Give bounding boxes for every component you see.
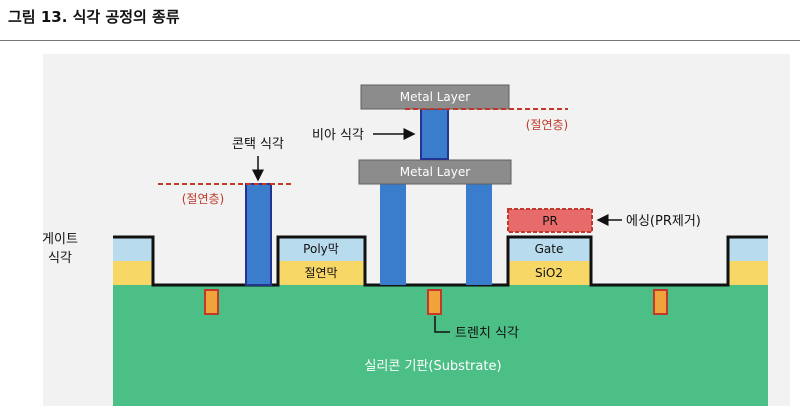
poly-film-block xyxy=(278,237,365,261)
left-yellow-layer xyxy=(113,261,153,285)
via-etch-label: 비아 식각 xyxy=(312,128,364,143)
trench-left xyxy=(204,289,219,315)
contact-plug xyxy=(245,183,272,286)
left-pillar xyxy=(380,184,406,285)
metal-layer-top-label: Metal Layer xyxy=(400,90,470,104)
metal-layer-middle xyxy=(358,159,512,185)
gate-label: Gate xyxy=(535,242,564,256)
pr-block xyxy=(507,208,593,233)
right-lightblue-layer xyxy=(728,237,768,261)
sio2-block xyxy=(508,261,591,285)
contact-etch-label: 콘택 식각 xyxy=(232,137,284,152)
gate-etch-label-line2: 식각 xyxy=(48,251,72,266)
left-lightblue-layer xyxy=(113,237,153,261)
insulator-label-right: (절연층) xyxy=(526,118,568,132)
trench-middle xyxy=(427,289,442,315)
trench-etch-leader xyxy=(434,316,450,333)
gate-block xyxy=(508,237,591,261)
figure-title: 그림 13. 식각 공정의 종류 xyxy=(8,8,180,26)
gate-etch-label-line1: 게이트 xyxy=(42,232,78,247)
insulation-film-block xyxy=(278,261,365,285)
via-plug xyxy=(420,108,449,160)
poly-film-label: Poly막 xyxy=(303,242,339,256)
title-divider xyxy=(0,40,800,41)
right-yellow-layer xyxy=(728,261,768,285)
surface-profile-outline xyxy=(113,235,768,287)
trench-etch-label: 트렌치 식각 xyxy=(455,326,519,341)
trench-right xyxy=(653,289,668,315)
insulator-label-left: (절연층) xyxy=(182,192,224,206)
insulation-film-label: 절연막 xyxy=(304,266,337,280)
ashing-label: 에싱(PR제거) xyxy=(626,214,701,229)
right-pillar xyxy=(466,184,492,285)
sio2-label: SiO2 xyxy=(535,266,563,280)
metal-layer-top xyxy=(360,84,510,110)
pr-label: PR xyxy=(542,214,558,228)
substrate-label: 실리콘 기판(Substrate) xyxy=(364,359,501,374)
metal-layer-middle-label: Metal Layer xyxy=(400,165,470,179)
